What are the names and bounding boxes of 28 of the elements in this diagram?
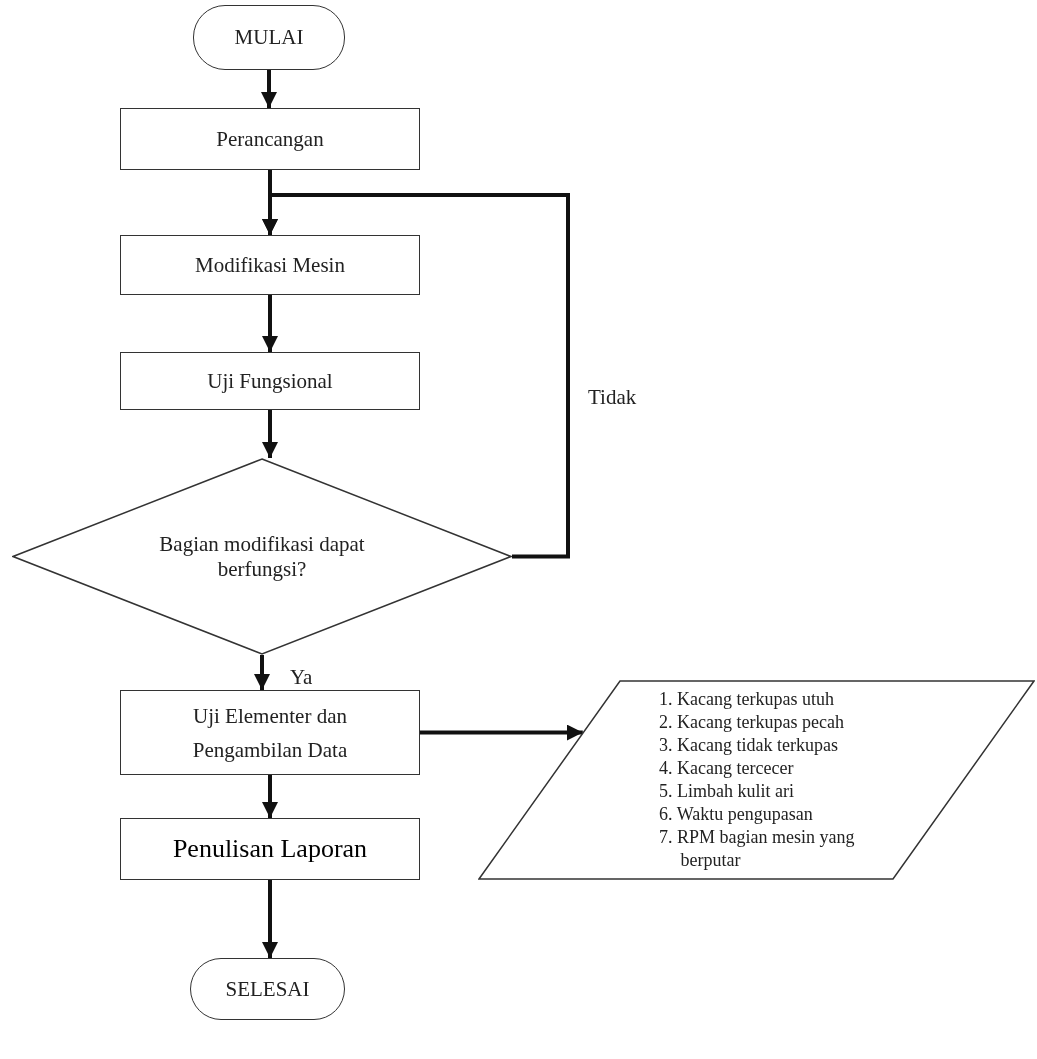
node-label: Bagian modifikasi dapat berfungsi? — [158, 531, 366, 582]
node-label: Uji Elementer dan Pengambilan Data — [191, 702, 349, 764]
node-label: Penulisan Laporan — [172, 834, 368, 864]
arrow — [420, 724, 583, 741]
list-item: 4. Kacang tercecer — [659, 757, 795, 780]
node-label: Uji Fungsional — [207, 368, 333, 394]
process-box — [120, 352, 420, 410]
node-label: Perancangan — [216, 126, 324, 152]
list-item: 5. Limbah kulit ari — [659, 780, 795, 803]
arrow — [262, 880, 278, 958]
process-box — [120, 818, 420, 880]
arrow — [262, 193, 570, 559]
list-item: 7. RPM bagian mesin yang berputar — [659, 826, 856, 872]
arrow — [262, 410, 278, 458]
list-item: 3. Kacang tidak terkupas — [659, 734, 839, 757]
process-box — [120, 690, 420, 775]
arrow — [262, 775, 278, 818]
arrow — [261, 70, 277, 108]
arrow — [254, 655, 270, 690]
node-label: Modifikasi Mesin — [195, 252, 345, 278]
process-box — [120, 108, 420, 170]
list-item: 2. Kacang terkupas pecah — [659, 711, 845, 734]
node-label: SELESAI — [225, 976, 310, 1002]
list-item: 6. Waktu pengupasan — [659, 803, 814, 826]
arrow — [262, 295, 278, 352]
process-box — [120, 235, 420, 295]
list-item: 1. Kacang terkupas utuh — [659, 688, 835, 711]
node-label: MULAI — [234, 25, 304, 50]
